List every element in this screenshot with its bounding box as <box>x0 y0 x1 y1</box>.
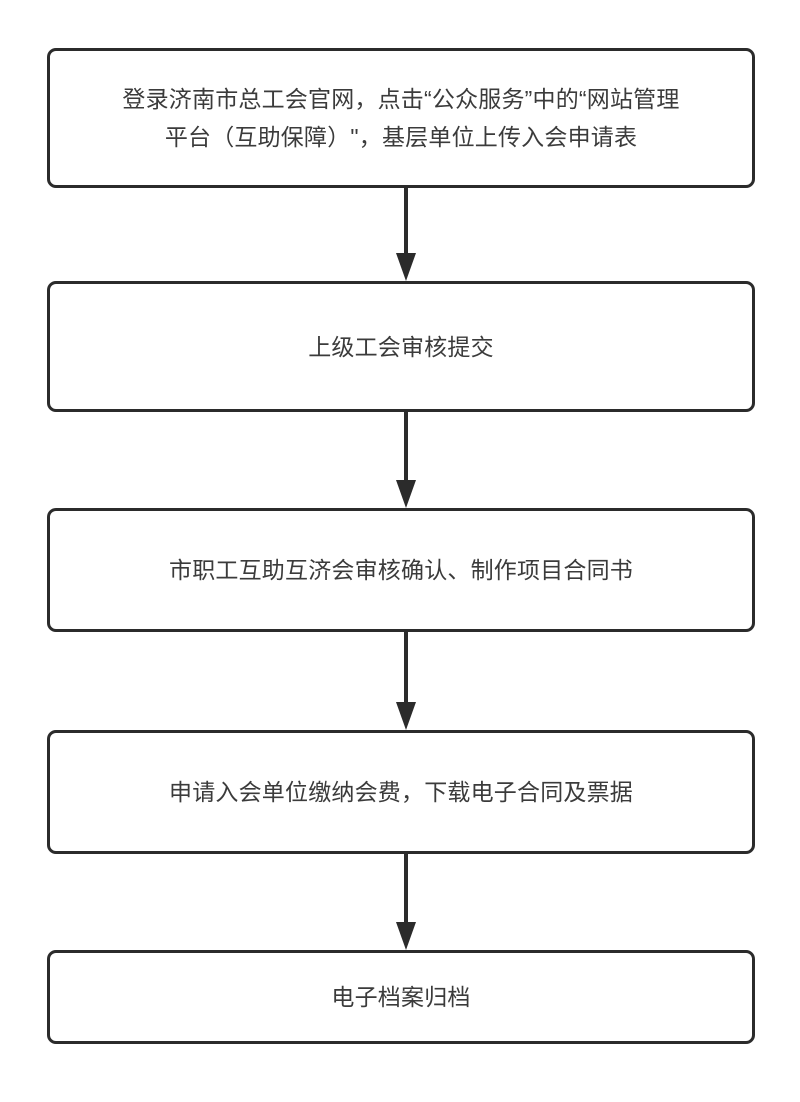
flow-node-step-5: 电子档案归档 <box>47 950 755 1044</box>
arrow-head <box>396 702 416 730</box>
flow-node-step-1: 登录济南市总工会官网，点击“公众服务”中的“网站管理 平台（互助保障）"，基层单… <box>47 48 755 188</box>
down-arrow-icon-2 <box>396 412 416 508</box>
flow-node-step-2-label: 上级工会审核提交 <box>308 333 494 360</box>
flow-node-step-4-label: 申请入会单位缴纳会费，下载电子合同及票据 <box>169 779 633 805</box>
arrow-shaft <box>404 632 408 702</box>
flow-node-step-3-label: 市职工互助互济会审核确认、制作项目合同书 <box>169 557 633 583</box>
arrow-shaft <box>404 412 408 480</box>
flow-node-step-3: 市职工互助互济会审核确认、制作项目合同书 <box>47 508 755 632</box>
flow-node-step-5-label: 电子档案归档 <box>331 984 471 1010</box>
arrow-head <box>396 922 416 950</box>
down-arrow-icon-3 <box>396 632 416 730</box>
flow-node-step-4: 申请入会单位缴纳会费，下载电子合同及票据 <box>47 730 755 854</box>
arrow-head <box>396 480 416 508</box>
down-arrow-icon-4 <box>396 854 416 950</box>
flow-node-step-1-label: 登录济南市总工会官网，点击“公众服务”中的“网站管理 平台（互助保障）"，基层单… <box>122 86 680 150</box>
arrow-head <box>396 253 416 281</box>
arrow-shaft <box>404 854 408 922</box>
arrow-shaft <box>404 188 408 253</box>
down-arrow-icon-1 <box>396 188 416 281</box>
flow-node-step-2: 上级工会审核提交 <box>47 281 755 412</box>
